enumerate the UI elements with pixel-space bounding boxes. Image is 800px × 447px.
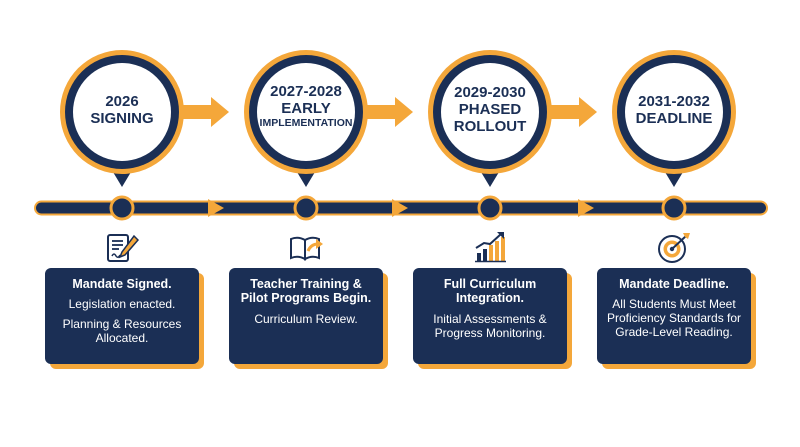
card-title: Teacher Training & Pilot Programs Begin. <box>240 277 372 306</box>
stage-subtitle: ROLLOUT <box>453 117 527 135</box>
connector-arrow <box>551 97 597 127</box>
stage-year: 2029-2030 <box>454 84 526 101</box>
stage-label: 2031-2032 DEADLINE <box>619 93 729 128</box>
timeline-node <box>109 195 135 221</box>
connector-arrow <box>367 97 413 127</box>
stage-card: Mandate Deadline. All Students Must Meet… <box>597 268 751 364</box>
stage-circle <box>428 50 552 187</box>
stage-card: Mandate Signed. Legislation enacted. Pla… <box>45 268 199 364</box>
card-title: Mandate Deadline. <box>619 277 729 291</box>
stage-title: PHASED <box>458 100 522 118</box>
stage-year: 2027-2028 <box>270 83 342 100</box>
card-title: Mandate Signed. <box>72 277 172 291</box>
stage-card: Full Curriculum Integration. Initial Ass… <box>413 268 567 364</box>
document-signature-icon <box>107 234 139 262</box>
card-line: Curriculum Review. <box>254 311 358 326</box>
stage-label: 2029-2030 PHASED ROLLOUT <box>435 84 545 135</box>
timeline-arrows <box>208 199 594 217</box>
stage-label: 2026 SIGNING <box>67 93 177 128</box>
growth-chart-icon <box>475 232 506 263</box>
stage-connector-arrows <box>183 97 597 127</box>
stage-title: EARLY <box>281 99 331 117</box>
stage-title: SIGNING <box>90 109 154 127</box>
card-line: Legislation enacted. <box>68 297 176 312</box>
stage-circle <box>60 50 184 187</box>
stage-circle <box>244 50 368 187</box>
timeline-node <box>661 195 687 221</box>
stage-subtitle: IMPLEMENTATION <box>259 116 353 129</box>
stage-label: 2027-2028 EARLY IMPLEMENTATION <box>251 83 361 129</box>
card-line: Initial Assessments & Progress Monitorin… <box>433 311 547 340</box>
card-line: All Students Must Meet Proficiency Stand… <box>606 297 742 339</box>
stage-title: DEADLINE <box>635 109 713 127</box>
card-line: Planning & Resources Allocated. <box>62 317 182 345</box>
stage-year: 2026 <box>105 93 139 110</box>
stage-circle <box>612 50 736 187</box>
stage-year: 2031-2032 <box>638 93 710 110</box>
connector-arrow <box>183 97 229 127</box>
timeline-node <box>477 195 503 221</box>
timeline-nodes <box>109 195 687 221</box>
card-title: Full Curriculum Integration. <box>443 277 537 306</box>
target-icon <box>658 233 690 263</box>
open-book-icon <box>290 236 323 261</box>
timeline-node <box>293 195 319 221</box>
stage-card: Teacher Training & Pilot Programs Begin.… <box>229 268 383 364</box>
